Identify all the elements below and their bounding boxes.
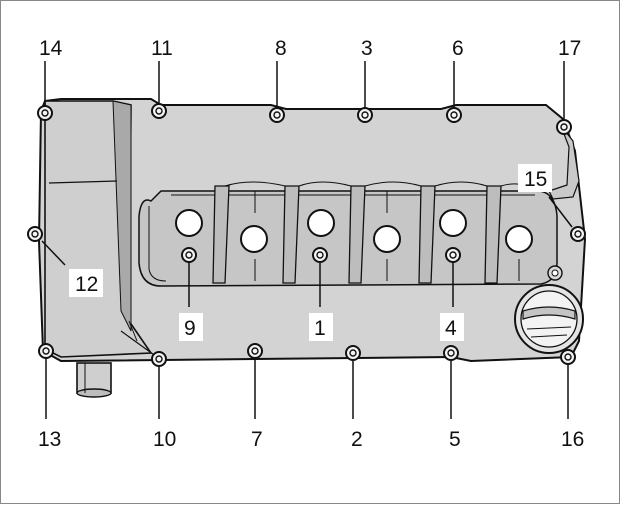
bolt-17 [556, 119, 572, 135]
bolt-label-14: 14 [39, 37, 63, 60]
bolt-label-10: 10 [153, 428, 176, 451]
plug-hole [505, 225, 533, 253]
plug-hole [307, 209, 335, 237]
bolt-center-13 [42, 347, 50, 355]
bolt-10 [151, 351, 167, 367]
bolt-center-15 [574, 230, 582, 238]
oil-filler-cap [514, 284, 584, 354]
bolt-label-5: 5 [449, 428, 461, 451]
bolt-13 [38, 343, 54, 359]
bolt-label-7: 7 [251, 428, 263, 451]
cam-ribs [212, 185, 502, 284]
bolt-16 [560, 349, 576, 365]
bolt-label-3: 3 [361, 37, 373, 60]
bolt-7 [247, 343, 263, 359]
label-background-12 [69, 269, 103, 297]
bolt-3 [357, 107, 373, 123]
bolt-1 [312, 247, 328, 263]
bolt-center-16 [564, 353, 572, 361]
bolt-center-4 [449, 251, 457, 259]
bolt-center-9 [185, 251, 193, 259]
bolt-center-14 [41, 109, 49, 117]
bolt-center-8 [273, 111, 281, 119]
bolt-label-9: 9 [184, 317, 196, 340]
leader-line-15 [548, 196, 573, 228]
filler-housing-face [112, 100, 132, 332]
bolt-15 [570, 226, 586, 242]
bolt-center-3 [361, 111, 369, 119]
housing-edge [120, 330, 158, 358]
bolt-label-13: 13 [38, 428, 61, 451]
bolt-6 [446, 107, 462, 123]
bolt-center-2 [349, 349, 357, 357]
bolt-12 [27, 226, 43, 242]
label-background-15 [518, 164, 552, 192]
bolt-center-11 [155, 107, 163, 115]
label-background-4 [440, 313, 464, 341]
bolt-center-17 [560, 123, 568, 131]
bolt-label-16: 16 [561, 428, 584, 451]
bolt-label-12: 12 [75, 273, 98, 296]
plug-hole [373, 225, 401, 253]
sensor-boss-center [551, 269, 559, 277]
plug-hole [439, 209, 467, 237]
bolt-label-6: 6 [452, 37, 464, 60]
leader-line-12 [41, 240, 66, 266]
bolt-2 [345, 345, 361, 361]
breather-outlet [76, 362, 112, 398]
housing-edge [128, 320, 138, 342]
bolt-label-8: 8 [275, 37, 287, 60]
bolt-label-2: 2 [351, 428, 363, 451]
bolt-heads [27, 103, 586, 367]
bolt-14 [37, 105, 53, 121]
label-background-9 [179, 313, 203, 341]
bolt-5 [443, 345, 459, 361]
plug-hole [175, 209, 203, 237]
bolt-label-11: 11 [151, 37, 173, 60]
bolt-label-17: 17 [558, 37, 581, 60]
bolt-9 [181, 247, 197, 263]
housing-edge [48, 180, 118, 184]
bolt-center-6 [450, 111, 458, 119]
bolt-center-10 [155, 355, 163, 363]
bolt-center-12 [31, 230, 39, 238]
bolt-label-1: 1 [314, 317, 326, 340]
leader-lines [41, 61, 573, 419]
bolt-center-5 [447, 349, 455, 357]
bolt-label-4: 4 [445, 317, 457, 340]
bolt-center-7 [251, 347, 259, 355]
breather-channel [548, 125, 580, 200]
bolt-label-15: 15 [524, 168, 547, 191]
bolt-11 [151, 103, 167, 119]
bolt-4 [445, 247, 461, 263]
bolt-center-1 [316, 251, 324, 259]
plug-holes [175, 209, 533, 253]
bolt-8 [269, 107, 285, 123]
plug-hole [240, 225, 268, 253]
label-background-1 [309, 313, 333, 341]
